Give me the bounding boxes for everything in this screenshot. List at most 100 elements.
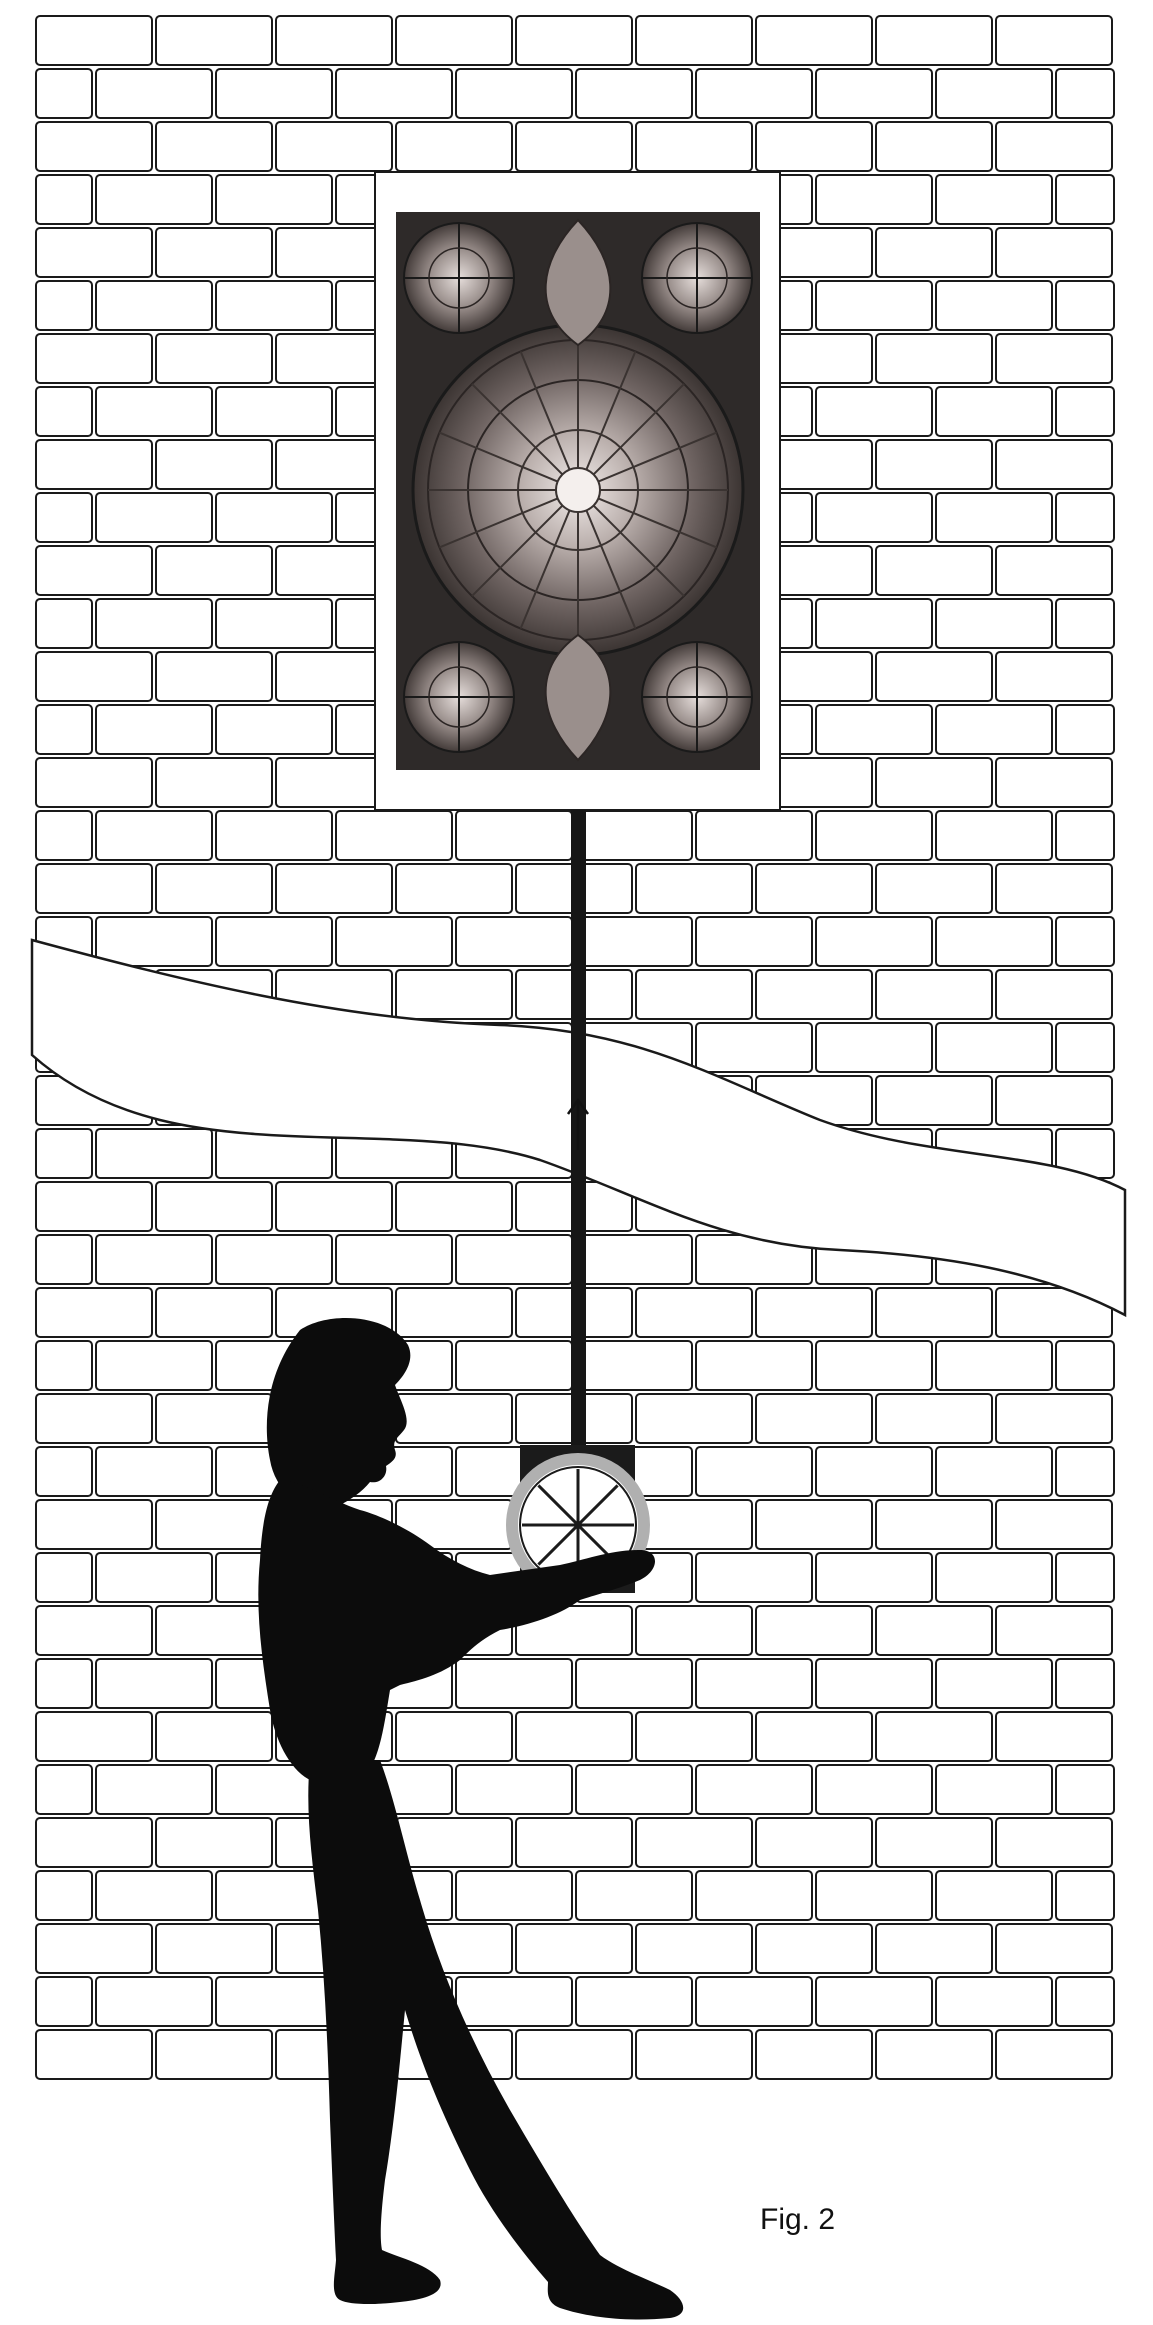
brick — [816, 1765, 932, 1814]
brick — [396, 1182, 512, 1231]
brick — [96, 1765, 212, 1814]
brick — [396, 16, 512, 65]
brick — [876, 652, 992, 701]
brick — [156, 440, 272, 489]
brick — [456, 1341, 572, 1390]
brick — [96, 387, 212, 436]
brick — [156, 1924, 272, 1973]
brick — [876, 228, 992, 277]
brick — [36, 1606, 152, 1655]
brick — [36, 228, 152, 277]
brick — [396, 1712, 512, 1761]
brick — [1056, 1447, 1114, 1496]
brick — [1056, 705, 1114, 754]
brick — [36, 122, 152, 171]
brick — [816, 493, 932, 542]
brick — [816, 1977, 932, 2026]
brick — [36, 334, 152, 383]
brick — [876, 1288, 992, 1337]
brick — [816, 69, 932, 118]
brick — [816, 811, 932, 860]
brick — [36, 1288, 152, 1337]
brick — [756, 2030, 872, 2079]
brick — [756, 1712, 872, 1761]
brick — [936, 1553, 1052, 1602]
brick — [216, 281, 332, 330]
brick — [936, 69, 1052, 118]
brick — [516, 1924, 632, 1973]
mandala-panel-icon — [396, 212, 760, 770]
brick — [576, 811, 692, 860]
brick — [696, 1871, 812, 1920]
brick — [576, 917, 692, 966]
brick — [756, 1606, 872, 1655]
brick — [636, 122, 752, 171]
brick — [876, 440, 992, 489]
brick — [36, 1818, 152, 1867]
brick — [36, 652, 152, 701]
brick — [696, 917, 812, 966]
brick — [936, 1341, 1052, 1390]
brick — [216, 493, 332, 542]
brick — [636, 970, 752, 1019]
brick — [456, 69, 572, 118]
brick — [936, 1765, 1052, 1814]
brick — [576, 1765, 692, 1814]
brick — [156, 864, 272, 913]
brick — [336, 811, 452, 860]
brick — [96, 493, 212, 542]
brick — [456, 1871, 572, 1920]
brick — [696, 1765, 812, 1814]
brick — [636, 1394, 752, 1443]
brick — [36, 758, 152, 807]
brick — [936, 917, 1052, 966]
brick — [576, 1235, 692, 1284]
brick — [36, 1977, 92, 2026]
brick — [696, 1341, 812, 1390]
brick — [36, 387, 92, 436]
brick — [516, 122, 632, 171]
brick — [36, 69, 92, 118]
brick — [876, 1394, 992, 1443]
brick — [96, 705, 212, 754]
brick — [1056, 1977, 1114, 2026]
brick — [36, 1182, 152, 1231]
brick — [396, 122, 512, 171]
corner-circle — [404, 223, 514, 333]
brick — [96, 599, 212, 648]
brick — [396, 1288, 512, 1337]
brick — [36, 440, 152, 489]
brick — [996, 1924, 1112, 1973]
brick — [96, 1977, 212, 2026]
brick — [156, 2030, 272, 2079]
brick — [36, 864, 152, 913]
brick — [576, 1659, 692, 1708]
brick — [576, 69, 692, 118]
brick — [756, 1924, 872, 1973]
brick — [1056, 811, 1114, 860]
brick — [996, 1076, 1112, 1125]
brick — [456, 917, 572, 966]
brick — [96, 1341, 212, 1390]
brick — [216, 387, 332, 436]
brick — [456, 1235, 572, 1284]
brick — [816, 1341, 932, 1390]
brick — [276, 864, 392, 913]
figure-caption: Fig. 2 — [760, 2203, 835, 2237]
brick — [36, 1394, 152, 1443]
brick — [876, 1076, 992, 1125]
brick — [696, 1023, 812, 1072]
brick — [996, 2030, 1112, 2079]
brick — [36, 1712, 152, 1761]
brick — [876, 2030, 992, 2079]
brick — [576, 1977, 692, 2026]
brick — [1056, 1659, 1114, 1708]
brick — [36, 175, 92, 224]
brick — [216, 69, 332, 118]
brick — [816, 175, 932, 224]
brick — [1056, 387, 1114, 436]
brick — [816, 705, 932, 754]
brick — [516, 2030, 632, 2079]
brick — [996, 1394, 1112, 1443]
brick — [816, 1659, 932, 1708]
